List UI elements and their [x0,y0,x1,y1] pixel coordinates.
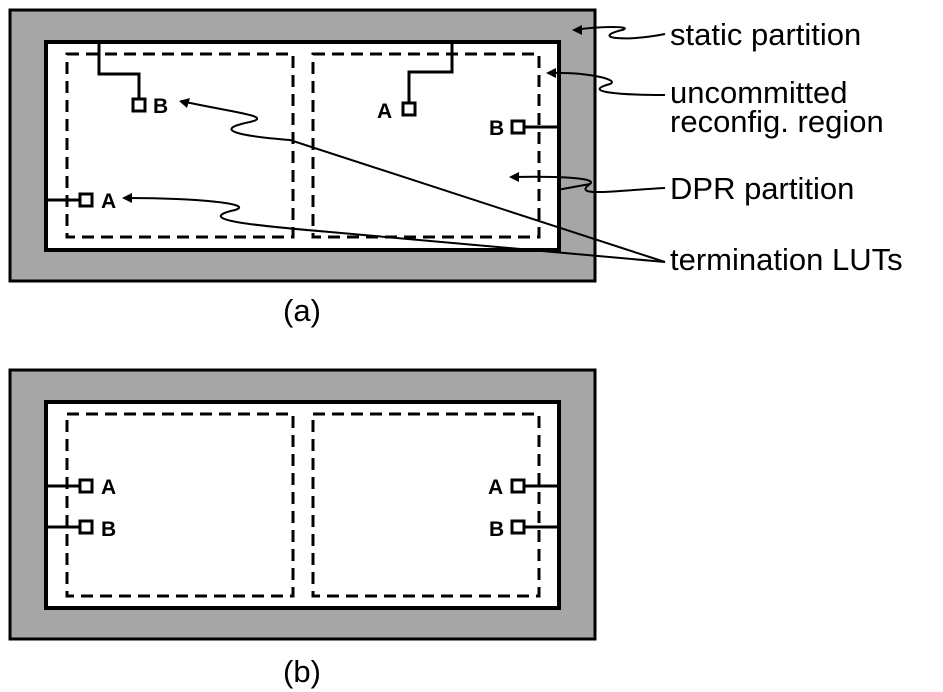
leader-termination-lower [123,197,666,263]
pin-label-a-left-a: A [101,190,116,213]
caption-b: (b) [283,654,321,689]
termination-lut-a-right-b [510,478,526,494]
dpr-partition-right-a [311,52,541,239]
termination-lut-b-left-a [131,97,147,113]
wire-right-top-a [407,42,454,103]
pin-label-b-left-b: B [101,518,116,541]
label-termination-luts: termination LUTs [670,242,903,277]
dpr-partition-left-b [65,412,295,598]
arrowhead-uncommitted [546,68,556,78]
arrowhead-termination-upper [179,98,190,108]
leader-dpr-branch [556,183,591,191]
termination-lut-b-right-b [510,519,526,535]
label-dpr-partition: DPR partition [670,171,854,206]
arrowhead-dpr [509,172,519,182]
pin-label-a-right-b: A [488,476,503,499]
label-uncommitted-line2: reconfig. region [670,104,884,139]
label-uncommitted-line1: uncommitted [670,75,847,110]
label-static-partition: static partition [670,17,861,52]
pin-label-b-right-a: B [489,117,504,140]
pin-label-b-right-b: B [489,518,504,541]
pin-label-b-left-a: B [153,95,168,118]
uncommitted-region-b [44,400,561,610]
pin-label-a-right-a: A [377,100,392,123]
wire-left-top-a [97,42,141,99]
pin-label-a-left-b: A [101,476,116,499]
termination-lut-a-right-a [401,101,417,117]
leader-termination-upper [180,100,666,263]
diagram-a: B A A B static partition uncommitted rec… [8,8,903,328]
arrowhead-termination-lower [122,193,132,203]
termination-lut-b-left-b [78,519,94,535]
termination-lut-a-left-a [78,192,94,208]
dpr-partition-right-b [311,412,541,598]
diagram-b: A B A B (b) [8,368,597,689]
leader-uncommitted [547,71,666,96]
uncommitted-region-a [44,40,561,252]
termination-lut-a-left-b [78,478,94,494]
termination-lut-b-right-a [510,119,526,135]
caption-a: (a) [283,293,321,328]
leader-static [573,26,666,40]
arrowhead-static [572,25,582,35]
dpr-partition-left-a [65,52,295,239]
